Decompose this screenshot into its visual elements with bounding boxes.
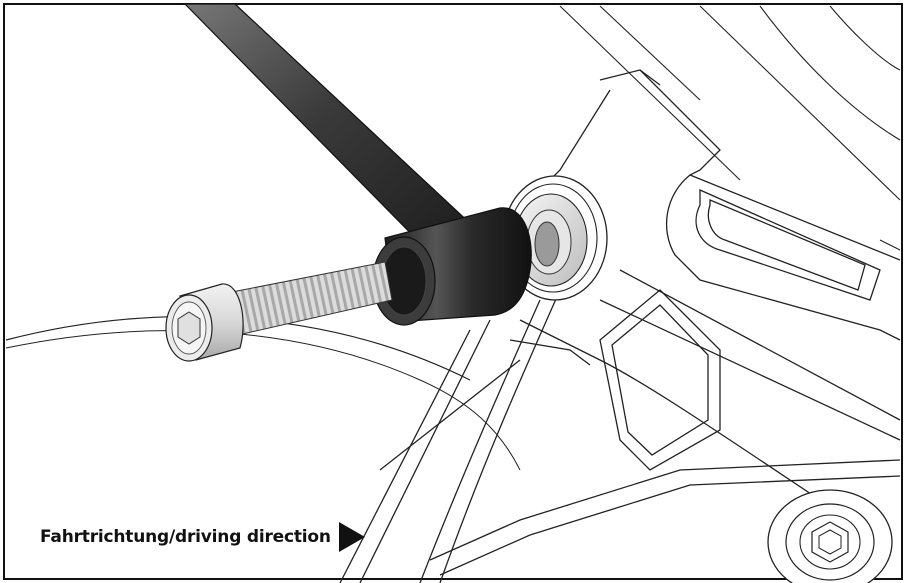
image-border	[3, 3, 903, 580]
right-triangle-arrow-icon	[338, 522, 365, 552]
wheel-rim-inner	[5, 330, 521, 471]
driving-direction-label: Fahrtrichtung/driving direction	[40, 527, 331, 547]
driving-direction-caption: Fahrtrichtung/driving direction	[40, 522, 365, 552]
screw	[165, 261, 393, 362]
hex-socket-icon	[177, 311, 201, 345]
frame-background-lines	[559, 5, 901, 251]
tool-sleeve	[372, 207, 532, 326]
lower-bolt-head	[767, 489, 893, 583]
tool-shaft	[183, 3, 476, 259]
frame-bracket	[339, 69, 901, 583]
